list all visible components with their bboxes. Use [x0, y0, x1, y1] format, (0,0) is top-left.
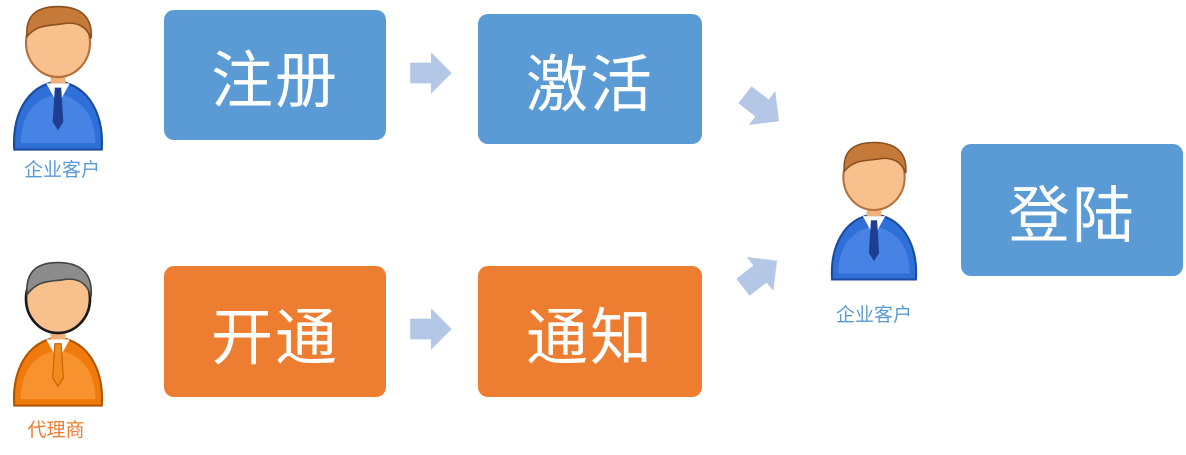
notify-step: 通知 [478, 266, 702, 397]
enterprise-customer-icon [828, 136, 920, 284]
register-step: 注册 [164, 10, 386, 140]
open-step: 开通 [164, 266, 386, 397]
enterprise-customer-label-right: 企业客户 [812, 300, 936, 327]
login-step: 登陆 [961, 144, 1183, 276]
arrow-right-icon [408, 306, 454, 352]
agent-label: 代理商 [0, 415, 112, 442]
agent-icon [10, 258, 106, 408]
enterprise-customer-label-top: 企业客户 [0, 155, 124, 182]
arrow-down-right-icon [732, 78, 792, 138]
arrow-right-icon [408, 50, 454, 96]
enterprise-customer-icon [10, 2, 106, 152]
activate-step: 激活 [478, 14, 702, 144]
arrow-up-right-icon [730, 244, 790, 304]
